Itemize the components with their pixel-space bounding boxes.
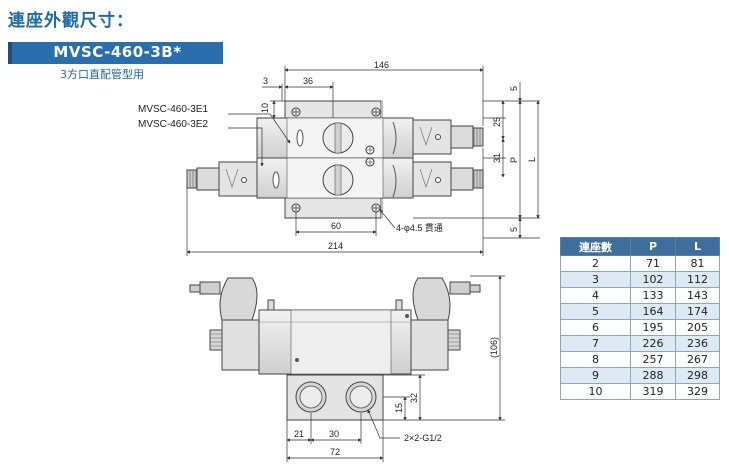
dim-106: (106) [489, 337, 499, 358]
label-e1: MVSC-460-3E1 [138, 104, 208, 115]
model-name: MVSC-460-3B* [53, 43, 182, 61]
front-view: (106) 32 15 21 30 72 2×2-G1/2 [189, 275, 505, 462]
cell-P: 319 [630, 383, 676, 400]
cell-L: 236 [675, 335, 720, 352]
cell-stations: 7 [560, 335, 631, 352]
solenoid-lower-left [218, 161, 258, 197]
dim-10: 10 [260, 103, 270, 113]
dim-72: 72 [330, 447, 340, 457]
cell-L: 112 [675, 271, 720, 288]
cell-P: 226 [630, 335, 676, 352]
dim-36: 36 [303, 76, 313, 86]
cell-P: 257 [630, 351, 676, 368]
dim-214: 214 [328, 241, 343, 251]
dim-15: 15 [394, 403, 404, 413]
table-header-row: 連座數 P L [560, 237, 720, 256]
label-e2: MVSC-460-3E2 [138, 119, 208, 130]
cell-stations: 10 [560, 383, 631, 400]
cell-L: 174 [675, 303, 720, 320]
dim-25: 25 [492, 117, 502, 127]
page-title: 連座外觀尺寸： [8, 11, 134, 31]
model-banner: MVSC-460-3B* [8, 42, 223, 64]
dim-30: 30 [329, 429, 339, 439]
cell-L: 143 [675, 287, 720, 304]
header-L: L [675, 237, 720, 256]
header-P: P [630, 237, 676, 256]
cell-P: 195 [630, 319, 676, 336]
cell-L: 298 [675, 367, 720, 384]
subtitle: 3方口直配管型用 [60, 68, 144, 81]
dim-5-top: 5 [509, 86, 519, 91]
cell-stations: 3 [560, 271, 631, 288]
cell-stations: 9 [560, 367, 631, 384]
port-label: 2×2-G1/2 [404, 433, 442, 443]
dim-60: 60 [331, 221, 341, 231]
cell-L: 205 [675, 319, 720, 336]
dim-31: 31 [492, 153, 502, 163]
solenoid-upper [412, 119, 452, 155]
cell-stations: 8 [560, 351, 631, 368]
cell-stations: 4 [560, 287, 631, 304]
dim-L: L [527, 157, 537, 162]
dim-P: P [509, 157, 519, 163]
cell-P: 102 [630, 271, 676, 288]
cell-P: 133 [630, 287, 676, 304]
cell-P: 164 [630, 303, 676, 320]
top-view: 146 3 36 10 5 25 31 P L 5 60 214 MVSC-46… [138, 60, 540, 256]
dim-3: 3 [263, 76, 268, 86]
label-hole: 4-φ4.5 貫通 [396, 223, 443, 233]
dim-146: 146 [374, 60, 389, 70]
dim-5-bottom: 5 [509, 227, 519, 232]
cell-P: 71 [630, 255, 676, 272]
cell-stations: 2 [560, 255, 631, 272]
cell-L: 329 [675, 383, 720, 400]
dim-32: 32 [409, 393, 419, 403]
header-stations: 連座數 [560, 237, 631, 256]
solenoid-lower-right [412, 161, 452, 197]
cell-L: 267 [675, 351, 720, 368]
dim-21: 21 [294, 429, 304, 439]
cell-stations: 5 [560, 303, 631, 320]
cell-L: 81 [675, 255, 720, 272]
cell-stations: 6 [560, 319, 631, 336]
cell-P: 288 [630, 367, 676, 384]
